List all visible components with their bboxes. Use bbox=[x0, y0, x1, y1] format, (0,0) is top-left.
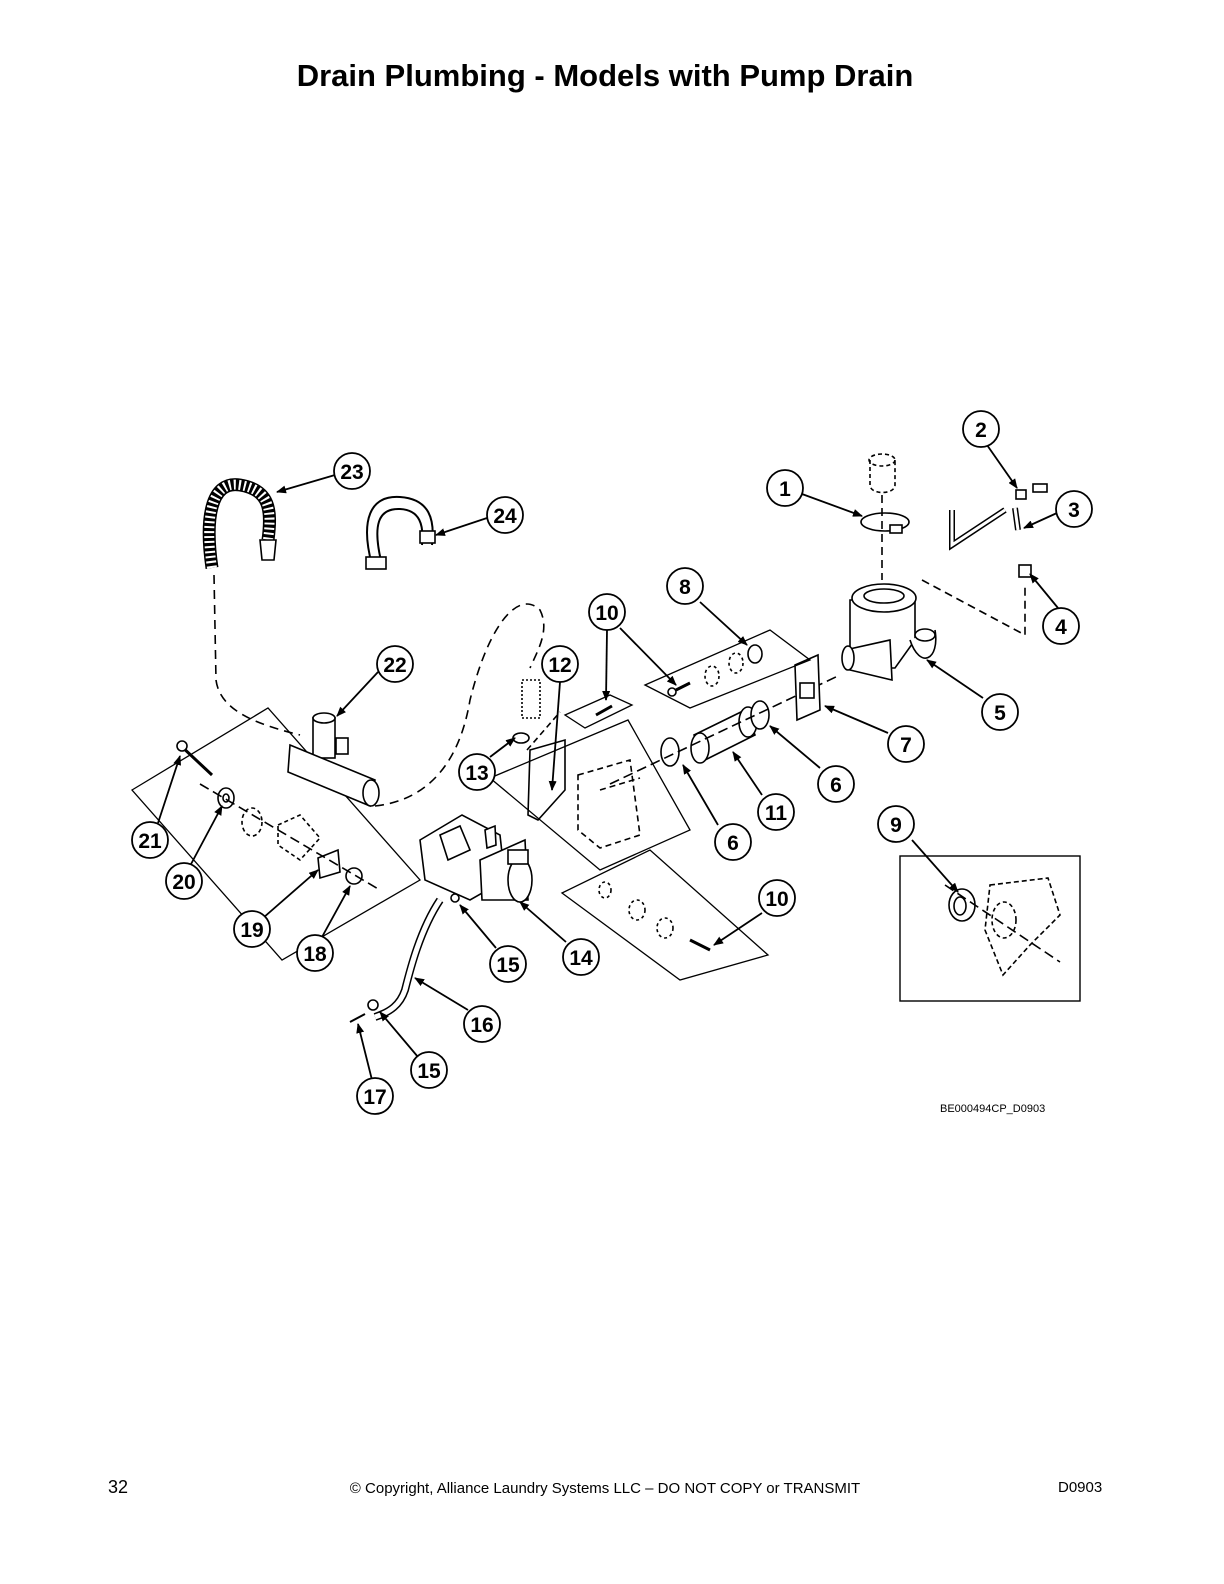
callout-label: 16 bbox=[470, 1014, 493, 1037]
drawing-code: BE000494CP_D0903 bbox=[940, 1103, 1046, 1115]
drain-pump-part bbox=[419, 814, 533, 903]
callout-label: 2 bbox=[975, 419, 987, 442]
callout-label: 10 bbox=[765, 888, 788, 911]
callouts: 1 2 3 4 5 6 6 7 8 9 10 10 11 12 13 14 15… bbox=[131, 410, 1093, 1115]
leader-11 bbox=[732, 751, 763, 796]
leader-8 bbox=[699, 601, 748, 646]
leader-18 bbox=[321, 885, 351, 938]
leader-10a-2 bbox=[602, 629, 611, 701]
callout-label: 18 bbox=[303, 943, 327, 966]
callout-label: 11 bbox=[765, 802, 788, 825]
leader-2 bbox=[986, 444, 1018, 489]
hose-guide-part bbox=[365, 495, 436, 570]
leader-22 bbox=[336, 671, 379, 717]
leader-16 bbox=[414, 977, 469, 1011]
callout-11: 11 bbox=[757, 793, 795, 831]
callout-12: 12 bbox=[541, 645, 579, 683]
leader-23 bbox=[276, 474, 336, 494]
leader-6a bbox=[769, 725, 821, 769]
callout-18: 18 bbox=[296, 934, 334, 972]
callout-label: 20 bbox=[172, 871, 195, 894]
callout-8: 8 bbox=[666, 567, 704, 605]
callout-23: 23 bbox=[333, 452, 371, 490]
leader-20 bbox=[189, 805, 223, 867]
callout-3: 3 bbox=[1055, 490, 1093, 528]
callout-13: 13 bbox=[458, 753, 496, 791]
callout-17: 17 bbox=[356, 1077, 394, 1115]
callout-10a: 10 bbox=[588, 593, 626, 631]
callout-label: 3 bbox=[1068, 499, 1080, 522]
parts-artwork bbox=[130, 453, 1081, 1023]
callout-14: 14 bbox=[562, 938, 600, 976]
callout-label: 4 bbox=[1055, 616, 1067, 639]
leader-4 bbox=[1029, 573, 1059, 609]
callout-24: 24 bbox=[486, 496, 524, 534]
callout-label: 6 bbox=[830, 774, 842, 797]
callout-label: 9 bbox=[890, 814, 902, 837]
drain-hose-part bbox=[202, 478, 277, 569]
callout-22: 22 bbox=[376, 645, 414, 683]
callout-label: 14 bbox=[569, 947, 593, 970]
callout-label: 22 bbox=[383, 654, 406, 677]
callout-6a: 6 bbox=[817, 765, 855, 803]
callout-label: 6 bbox=[727, 832, 739, 855]
callout-9: 9 bbox=[877, 805, 915, 843]
leader-24 bbox=[435, 517, 488, 536]
callout-4: 4 bbox=[1042, 607, 1080, 645]
callout-label: 15 bbox=[417, 1060, 441, 1083]
callout-label: 10 bbox=[595, 602, 618, 625]
leader-1 bbox=[801, 493, 863, 517]
callout-19: 19 bbox=[233, 910, 271, 948]
callout-2: 2 bbox=[962, 410, 1000, 448]
callout-20: 20 bbox=[165, 862, 203, 900]
callout-label: 19 bbox=[240, 919, 263, 942]
leader-lines bbox=[157, 444, 1059, 1081]
tee-fitting-part bbox=[287, 712, 380, 808]
callout-label: 23 bbox=[340, 461, 363, 484]
callout-label: 1 bbox=[779, 478, 791, 501]
leader-14 bbox=[519, 901, 567, 943]
callout-6b: 6 bbox=[714, 823, 752, 861]
callout-15a: 15 bbox=[489, 945, 527, 983]
leader-13 bbox=[489, 737, 516, 758]
leader-15b bbox=[379, 1011, 419, 1058]
callout-15b: 15 bbox=[410, 1051, 448, 1089]
leader-10a-1 bbox=[619, 627, 677, 686]
callout-label: 5 bbox=[994, 702, 1006, 725]
callout-label: 24 bbox=[493, 505, 517, 528]
callout-label: 12 bbox=[548, 654, 571, 677]
callout-21: 21 bbox=[131, 821, 169, 859]
leader-12 bbox=[548, 681, 561, 791]
leader-10b bbox=[713, 912, 763, 946]
leader-5 bbox=[926, 659, 984, 699]
footer-document-code: D0903 bbox=[1058, 1479, 1103, 1496]
callout-7: 7 bbox=[887, 725, 925, 763]
footer-copyright: © Copyright, Alliance Laundry Systems LL… bbox=[349, 1480, 861, 1497]
leader-19 bbox=[262, 869, 319, 919]
footer-page-number: 32 bbox=[108, 1477, 129, 1497]
page-title: Drain Plumbing - Models with Pump Drain bbox=[296, 58, 914, 93]
callout-10b: 10 bbox=[758, 879, 796, 917]
sump-elbow-part bbox=[841, 583, 937, 682]
leader-15a bbox=[459, 904, 497, 949]
leader-7 bbox=[824, 705, 889, 734]
leader-9 bbox=[911, 839, 959, 893]
callout-label: 8 bbox=[679, 576, 691, 599]
callout-label: 15 bbox=[496, 954, 520, 977]
callout-label: 13 bbox=[465, 762, 488, 785]
leader-6b bbox=[682, 764, 719, 826]
callout-16: 16 bbox=[463, 1005, 501, 1043]
leader-3 bbox=[1023, 512, 1058, 529]
leader-17 bbox=[356, 1023, 373, 1081]
callout-label: 17 bbox=[363, 1086, 386, 1109]
callout-1: 1 bbox=[766, 469, 804, 507]
callout-label: 7 bbox=[900, 734, 912, 757]
callout-label: 21 bbox=[138, 830, 162, 853]
leader-21 bbox=[157, 755, 181, 824]
callout-5: 5 bbox=[981, 693, 1019, 731]
